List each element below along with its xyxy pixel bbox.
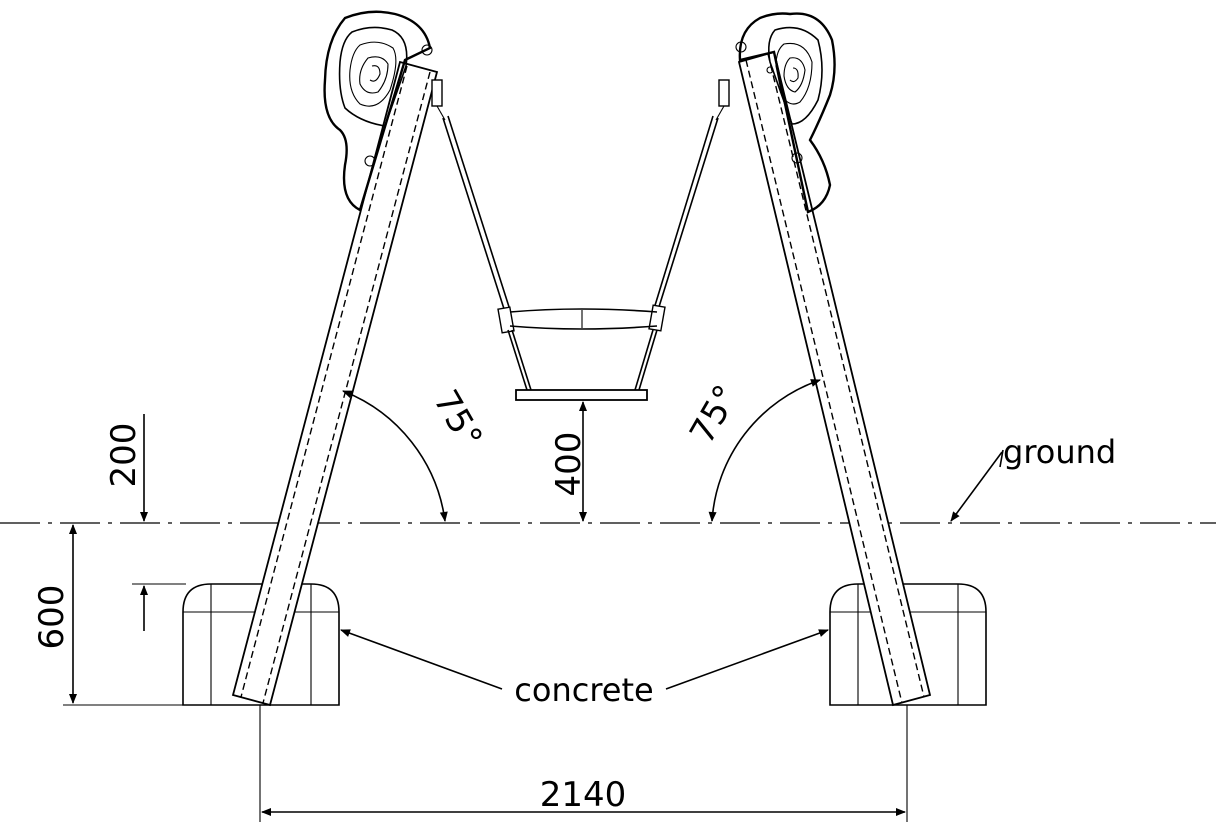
left-swing-chain <box>431 79 532 391</box>
right-post-cap <box>735 12 836 214</box>
right-post <box>737 50 932 707</box>
left-angle-label: 75° <box>425 383 490 455</box>
right-angle-label: 75° <box>682 378 747 450</box>
right-swing-chain <box>634 79 730 391</box>
width-label: 2140 <box>540 775 627 815</box>
swing-seat <box>509 308 658 401</box>
left-post-cap <box>323 10 440 212</box>
right-angle-arc <box>708 379 821 522</box>
left-post <box>231 60 439 707</box>
concrete-label: concrete <box>514 671 653 709</box>
foundation-depth-dimension <box>63 524 183 706</box>
ground-label: ground <box>1003 433 1116 471</box>
width-dimension <box>259 705 908 822</box>
below-ground-dimension <box>132 414 186 631</box>
ground-leader <box>950 449 1004 522</box>
below-ground-label: 200 <box>104 423 144 488</box>
left-angle-arc <box>342 390 448 522</box>
concrete-leaders <box>340 629 829 690</box>
seat-clearance-label: 400 <box>549 432 589 497</box>
foundation-depth-label: 600 <box>32 585 72 650</box>
